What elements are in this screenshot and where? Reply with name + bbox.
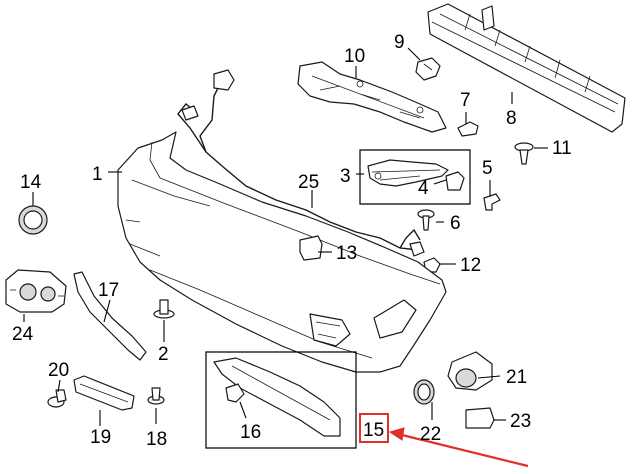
- sensor-ring-22: [413, 379, 435, 405]
- bolt-20: [47, 389, 67, 408]
- callout-20: 20: [48, 360, 69, 381]
- highlight-part-15: [359, 413, 529, 468]
- callout-25: 25: [298, 172, 319, 193]
- wiring-harness: [177, 69, 425, 257]
- callout-12: 12: [460, 255, 481, 276]
- bolt-9: [415, 57, 441, 81]
- bracket-23: [465, 407, 495, 429]
- callout-9: 9: [394, 32, 405, 53]
- module-24: [5, 269, 67, 313]
- callout-14: 14: [20, 172, 42, 193]
- callout-11: 11: [552, 138, 572, 159]
- clip-5: [483, 193, 501, 211]
- screw-11: [514, 142, 534, 165]
- callout-16: 16: [240, 422, 261, 443]
- bracket-assembly-3: [359, 149, 471, 205]
- park-sensor-21: [447, 351, 493, 391]
- callout-18: 18: [146, 429, 167, 450]
- callout-23: 23: [510, 411, 531, 432]
- callout-13: 13: [336, 243, 357, 264]
- callout-22: 22: [420, 424, 441, 445]
- callout-labels: 1 2 3 4 5 6 7 8 9 10 11 12 13 14 15 16 1…: [12, 32, 572, 450]
- callout-7: 7: [460, 90, 471, 111]
- leader-lines: [23, 47, 548, 426]
- push-pin-18: [147, 387, 165, 405]
- callout-3: 3: [340, 166, 351, 187]
- push-pin-6: [417, 209, 435, 231]
- callout-6: 6: [450, 213, 461, 234]
- connector-13: [299, 235, 323, 261]
- lower-bracket-17: [73, 271, 147, 361]
- bumper-cover: [117, 131, 447, 373]
- reinforcement-beam: [427, 3, 626, 133]
- callout-4: 4: [418, 178, 429, 199]
- mounting-bracket-10: [297, 61, 447, 133]
- callout-15: 15: [363, 420, 384, 441]
- sensor-ring-14: [18, 205, 48, 235]
- callout-21: 21: [506, 367, 527, 388]
- deflector-15-box: [205, 351, 357, 449]
- callout-24: 24: [12, 324, 34, 345]
- push-pin-2: [153, 299, 175, 319]
- callout-5: 5: [482, 158, 493, 179]
- callout-10: 10: [344, 46, 365, 67]
- callout-17: 17: [98, 280, 119, 301]
- callout-2: 2: [158, 344, 169, 365]
- callout-1: 1: [92, 164, 103, 185]
- callout-19: 19: [90, 427, 111, 448]
- bracket-19: [73, 375, 135, 411]
- callout-8: 8: [506, 108, 517, 129]
- clip-7: [457, 121, 479, 137]
